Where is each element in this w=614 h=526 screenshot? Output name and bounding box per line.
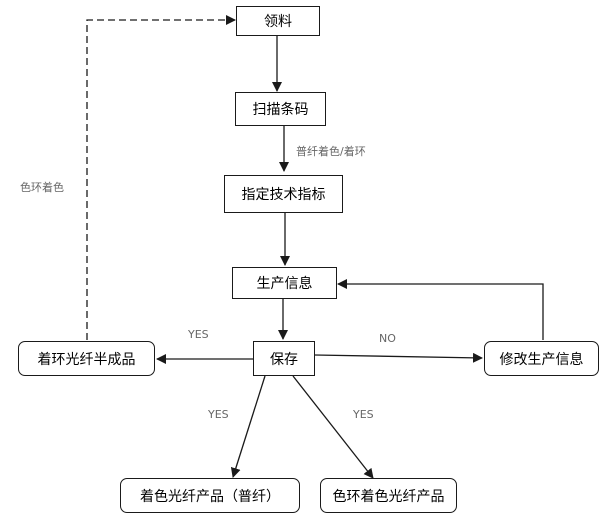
- arrow-save-to-modify: [314, 352, 483, 363]
- label-ring-loop: 色环着色: [20, 181, 64, 194]
- node-ring-colored-product: 色环着色光纤产品: [320, 478, 457, 513]
- node-save: 保存: [253, 341, 315, 376]
- node-scan-barcode: 扫描条码: [235, 92, 326, 126]
- label-scan-to-spec: 普纤着色/着环: [296, 145, 366, 158]
- label-save-to-colored: YES: [208, 408, 229, 421]
- arrow-modify-to-info: [337, 279, 544, 340]
- arrow-semifinished-to-pick: [86, 15, 236, 340]
- label-save-to-modify: NO: [379, 332, 396, 345]
- node-ring-semifinished: 着环光纤半成品: [18, 341, 155, 376]
- node-production-info: 生产信息: [232, 267, 337, 299]
- label-save-to-semifinished: YES: [188, 328, 209, 341]
- arrow-save-to-ring-colored: [292, 375, 374, 479]
- arrow-save-to-colored: [230, 375, 266, 478]
- node-colored-product: 着色光纤产品（普纤）: [120, 478, 300, 513]
- label-save-to-ring-colored: YES: [353, 408, 374, 421]
- node-assign-spec: 指定技术指标: [224, 175, 343, 213]
- node-pick-material: 领料: [236, 6, 320, 36]
- node-modify-info: 修改生产信息: [484, 341, 599, 376]
